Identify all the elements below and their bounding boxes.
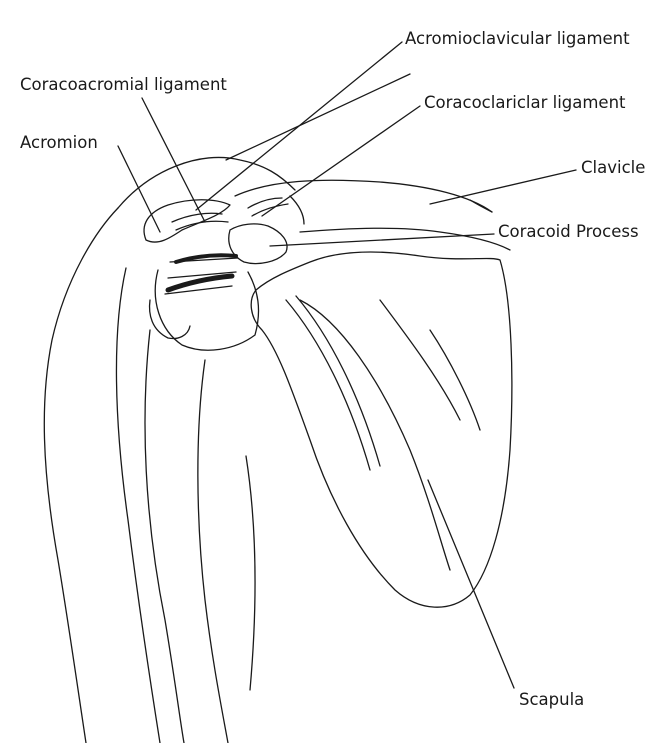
label-scapula: Scapula <box>519 690 585 709</box>
label-acromioclavicular-ligament: Acromioclavicular ligament <box>405 29 630 48</box>
arm-outline <box>43 207 119 743</box>
leader-top-edge <box>225 73 411 161</box>
scapula-outline <box>250 251 513 608</box>
leader-scapula <box>427 479 515 689</box>
leader-clavicle <box>429 169 577 205</box>
humerus-shaft-left <box>144 329 185 743</box>
clavicle-upper <box>234 179 493 213</box>
tendon-dark <box>165 273 235 293</box>
label-clavicle: Clavicle <box>581 158 646 177</box>
inner-arm-outline <box>115 267 161 743</box>
acromion-shape <box>143 199 231 243</box>
scapula-spine-hatching <box>285 295 481 471</box>
tubercle <box>148 299 191 340</box>
clavicle-end <box>469 199 493 213</box>
tendon-dark-2 <box>174 253 238 264</box>
ligament-fibers <box>171 195 305 231</box>
leader-coracoclariclar <box>261 105 421 217</box>
leader-coracoacromial <box>141 97 206 223</box>
clavicle-lower <box>299 227 511 251</box>
humeral-head <box>154 269 260 351</box>
label-coracoacromial-ligament: Coracoacromial ligament <box>20 75 227 94</box>
label-coracoclariclar-ligament: Coracoclariclar ligament <box>424 93 626 112</box>
humerus-shaft-right <box>197 359 229 743</box>
leader-coracoid <box>269 233 495 247</box>
leader-acromion <box>117 145 161 233</box>
label-acromion: Acromion <box>20 133 98 152</box>
label-coracoid-process: Coracoid Process <box>498 222 639 241</box>
scapula-ridge <box>299 299 451 571</box>
torso-edge <box>245 455 256 691</box>
